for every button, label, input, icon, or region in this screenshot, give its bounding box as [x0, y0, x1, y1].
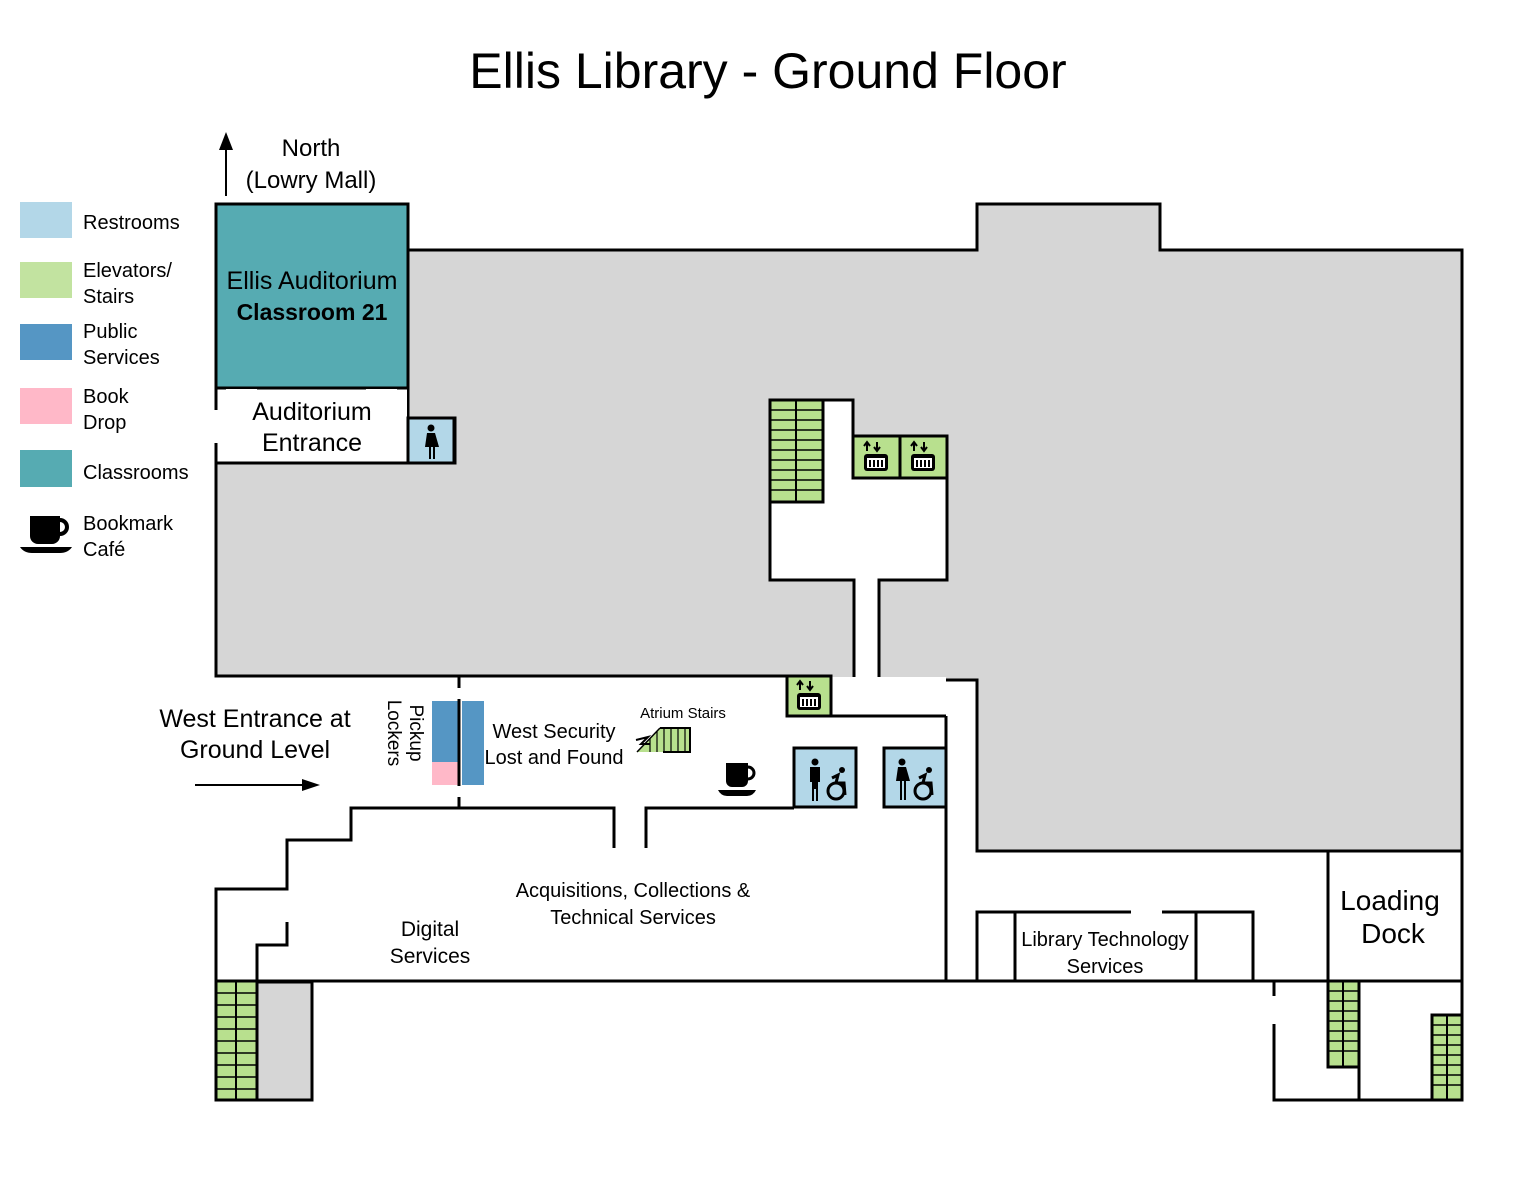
- legend-swatch-classrooms: [20, 450, 72, 487]
- legend-swatch-restrooms: [20, 202, 72, 238]
- lost-found-label: Lost and Found: [485, 747, 624, 769]
- legend-label-public: Public: [83, 321, 137, 343]
- legend-label-bookmark: Bookmark: [83, 513, 174, 535]
- cafe-coffee-icon: [718, 763, 756, 796]
- west-security-desk: [462, 701, 484, 785]
- lockers-label: Lockers: [383, 700, 404, 767]
- legend-label-cafe: Café: [83, 539, 125, 561]
- elevator-atrium: [785, 674, 833, 718]
- west-entrance-label-2: Ground Level: [180, 736, 330, 764]
- restroom-women-accessible: [882, 746, 948, 809]
- restroom-men-accessible: [792, 746, 858, 809]
- man-icon: [810, 758, 820, 801]
- elevator-icon: [863, 440, 888, 471]
- legend-label-classrooms: Classrooms: [83, 462, 189, 484]
- wheelchair-icon: [826, 772, 847, 801]
- technical-services-label: Technical Services: [550, 907, 716, 929]
- legend-label-drop: Drop: [83, 412, 126, 434]
- book-drop: [432, 762, 458, 785]
- classroom-21-label: Classroom 21: [237, 299, 388, 325]
- acquisitions-label: Acquisitions, Collections &: [516, 880, 751, 902]
- auditorium-label: Ellis Auditorium: [227, 267, 398, 295]
- elevator-icon: [910, 440, 935, 471]
- legend-label-stairs: Stairs: [83, 286, 134, 308]
- digital-label: Digital: [401, 918, 459, 941]
- legend-swatch-public-services: [20, 324, 72, 360]
- elevator-icon: [796, 679, 821, 710]
- stairs-southwest: [214, 979, 259, 1102]
- atrium-stairs-label: Atrium Stairs: [640, 705, 726, 722]
- pickup-label: Pickup: [405, 704, 426, 761]
- woman-icon: [425, 424, 439, 459]
- coffee-cup-icon: [20, 516, 72, 553]
- auditorium-entrance-label: Auditorium: [252, 398, 372, 426]
- north-label: North: [282, 135, 341, 162]
- loading-label: Loading: [1340, 885, 1440, 916]
- auditorium-room: [214, 202, 410, 390]
- north-arrow-icon: [219, 132, 233, 196]
- library-technology-services-label: Services: [1067, 956, 1144, 978]
- stairs-southeast: [1430, 1013, 1464, 1102]
- dock-label: Dock: [1361, 918, 1426, 949]
- legend: Restrooms Elevators/ Stairs Public Servi…: [20, 202, 189, 561]
- stairs-loading-dock: [1326, 979, 1361, 1069]
- elevator-core-2: [898, 434, 949, 480]
- restroom-women-north: [406, 416, 456, 465]
- storage-area: [255, 980, 314, 1102]
- legend-label-restrooms: Restrooms: [83, 212, 180, 234]
- legend-label-book: Book: [83, 386, 130, 408]
- woman-icon: [896, 758, 910, 800]
- east-arrow-icon: [195, 779, 320, 791]
- legend-swatch-elevators-stairs: [20, 262, 72, 298]
- legend-swatch-book-drop: [20, 388, 72, 424]
- atrium-stairs-icon: [635, 727, 691, 753]
- north-sublabel: (Lowry Mall): [246, 167, 377, 194]
- auditorium-entrance: [214, 386, 408, 676]
- west-entrance-label: West Entrance at: [159, 705, 350, 733]
- elevator-core-1: [851, 434, 902, 480]
- digital-services-label: Services: [390, 945, 471, 968]
- legend-label-elevators: Elevators/: [83, 260, 172, 282]
- west-security-label: West Security: [493, 721, 616, 743]
- auditorium-entrance-label-2: Entrance: [262, 429, 362, 457]
- stairs-core: [768, 398, 825, 504]
- wheelchair-icon: [913, 772, 934, 801]
- library-technology-label: Library Technology: [1021, 929, 1189, 951]
- map-title: Ellis Library - Ground Floor: [469, 43, 1066, 99]
- pickup-lockers: [432, 701, 458, 762]
- legend-label-services: Services: [83, 347, 160, 369]
